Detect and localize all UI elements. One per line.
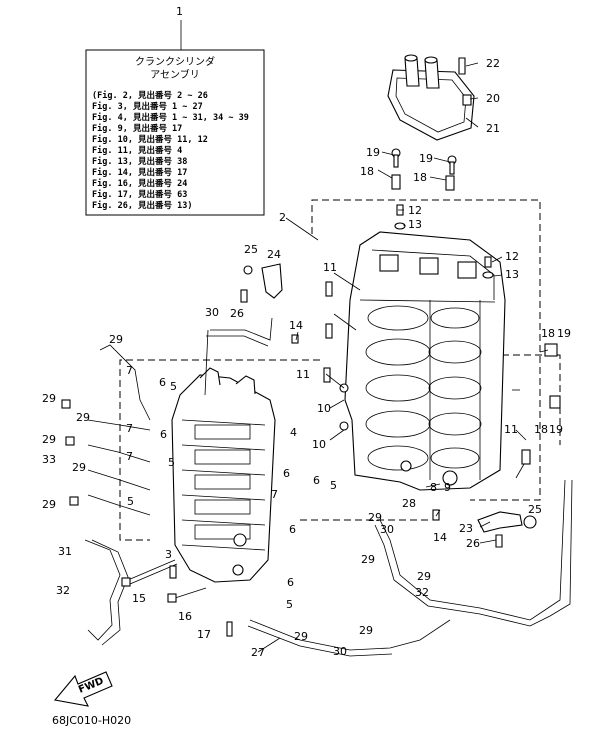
small-fittings: [240, 148, 561, 521]
callout: 7: [126, 364, 133, 377]
hose-lines: [84, 317, 573, 657]
callout: 29: [294, 630, 308, 643]
crankcase-part: [171, 367, 276, 583]
callout: 33: [42, 453, 56, 466]
callout: 29: [76, 411, 90, 424]
callout: 31: [58, 545, 72, 558]
legend-line: Fig. 11, 見出番号 4: [92, 145, 182, 156]
callout: 20: [486, 92, 500, 105]
callout: 7: [126, 450, 133, 463]
callout: 6: [289, 523, 296, 536]
callout: 12: [408, 204, 422, 217]
callout: 27: [251, 646, 265, 659]
leader-lines: [257, 62, 549, 653]
callout: 24: [267, 248, 281, 261]
legend-line: Fig. 13, 見出番号 38: [92, 156, 187, 167]
drawing-code: 68JC010-H020: [52, 714, 131, 727]
callout: 9: [444, 481, 451, 494]
callout: 14: [289, 319, 303, 332]
callout: 5: [170, 380, 177, 393]
bolts: [121, 559, 233, 637]
callout: 14: [433, 531, 447, 544]
callout: 29: [417, 570, 431, 583]
legend-line: (Fig. 2, 見出番号 2 ~ 26: [92, 90, 208, 101]
callout: 11: [296, 368, 310, 381]
callout: 4: [290, 426, 297, 439]
callout: 30: [205, 306, 219, 319]
callout: 29: [72, 461, 86, 474]
callout: 6: [159, 376, 166, 389]
callout: 29: [359, 624, 373, 637]
callout: 26: [466, 537, 480, 550]
callout: 10: [317, 402, 331, 415]
callout: 3: [165, 548, 172, 561]
callout: 29: [361, 553, 375, 566]
callout: 10: [312, 438, 326, 451]
callout: 32: [56, 584, 70, 597]
legend-line: Fig. 26, 見出番号 13): [92, 200, 193, 211]
callout: 16: [178, 610, 192, 623]
callout: 5: [168, 456, 175, 469]
fwd-arrow-icon: FWD: [53, 671, 113, 707]
legend-title-line2: アセンブリ: [150, 68, 200, 81]
callout: 18: [534, 423, 548, 436]
legend-line: Fig. 10, 見出番号 11, 12: [92, 134, 208, 145]
callout: 12: [505, 250, 519, 263]
legend-line: Fig. 14, 見出番号 17: [92, 167, 187, 178]
callout: 29: [42, 392, 56, 405]
legend-line: Fig. 17, 見出番号 63: [92, 189, 187, 200]
legend-line: Fig. 16, 見出番号 24: [92, 178, 187, 189]
callout: 30: [380, 523, 394, 536]
callout: 29: [109, 333, 123, 346]
callout: 5: [286, 598, 293, 611]
callout: 25: [244, 243, 258, 256]
callout: 28: [402, 497, 416, 510]
callout: 5: [330, 479, 337, 492]
callout: 21: [486, 122, 500, 135]
callout: 23: [459, 522, 473, 535]
callout: 1: [176, 5, 183, 18]
callout: 13: [505, 268, 519, 281]
callout: 25: [528, 503, 542, 516]
callout: 2: [279, 211, 286, 224]
callout: 7: [271, 488, 278, 501]
callout: 8: [430, 481, 437, 494]
callout: 29: [368, 511, 382, 524]
callout: 19: [557, 327, 571, 340]
callout: 26: [230, 307, 244, 320]
callout: 19: [366, 146, 380, 159]
callout: 15: [132, 592, 146, 605]
callout: 32: [415, 586, 429, 599]
callout: 7: [126, 422, 133, 435]
callout: 22: [486, 57, 500, 70]
callout: 6: [283, 467, 290, 480]
left-clips: [61, 344, 151, 516]
callout: 5: [127, 495, 134, 508]
head-cover-part: [387, 54, 475, 141]
callout: 18: [413, 171, 427, 184]
callout: 6: [313, 474, 320, 487]
callout: 6: [287, 576, 294, 589]
callout: 18: [541, 327, 555, 340]
legend-line: Fig. 4, 見出番号 1 ~ 31, 34 ~ 39: [92, 112, 249, 123]
callout: 18: [360, 165, 374, 178]
cylinder-block-part: [344, 231, 506, 491]
callout: 11: [323, 261, 337, 274]
legend-box: クランクシリンダ アセンブリ (Fig. 2, 見出番号 2 ~ 26 Fig.…: [85, 20, 265, 216]
legend-title-line1: クランクシリンダ: [135, 55, 215, 68]
callout: 11: [504, 423, 518, 436]
callout-numbers: 1 22 20 21 19 18 19 18 12 13 2 12 13 25 …: [42, 5, 571, 659]
callout: 19: [419, 152, 433, 165]
callout: 17: [197, 628, 211, 641]
callout: 29: [42, 498, 56, 511]
callout: 6: [160, 428, 167, 441]
bracket-part: [477, 511, 537, 548]
callout: 19: [549, 423, 563, 436]
legend-line: Fig. 9, 見出番号 17: [92, 123, 182, 134]
callout: 30: [333, 645, 347, 658]
callout: 29: [42, 433, 56, 446]
legend-line: Fig. 3, 見出番号 1 ~ 27: [92, 101, 203, 112]
callout: 13: [408, 218, 422, 231]
